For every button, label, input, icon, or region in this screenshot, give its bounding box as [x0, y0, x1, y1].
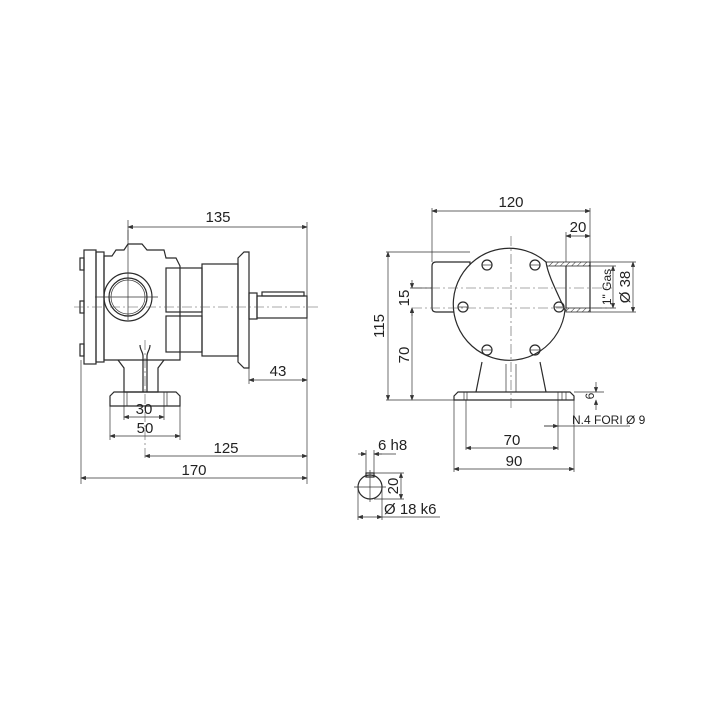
bolt-icon: [79, 257, 85, 271]
dim-120: 120: [498, 194, 523, 211]
shaft-key: [261, 291, 305, 297]
front-view-dimensions: 120 20 115 15 70 Ø 38 1" Gas 6 N.4 FORI …: [371, 194, 646, 472]
dim-135: 135: [205, 209, 230, 226]
bolt-icon: [79, 343, 85, 357]
dim-key-20: 20: [385, 478, 402, 495]
dim-30: 30: [136, 401, 153, 418]
dim-170: 170: [181, 462, 206, 479]
dim-15: 15: [396, 290, 413, 307]
dim-115: 115: [371, 314, 388, 338]
front-view: [412, 236, 612, 410]
dim-6: 6: [583, 392, 597, 399]
mounting-flange: [237, 251, 250, 369]
side-view: [74, 230, 318, 460]
dim-90: 90: [506, 453, 523, 470]
pump-body: [103, 243, 181, 361]
screw-icons: [457, 259, 565, 356]
dim-key-6h8: 6 h8: [378, 437, 407, 454]
base-plate: [453, 391, 575, 401]
shaft-section: 6 h8 20 Ø 18 k6: [354, 437, 440, 520]
dim-mounting-holes: N.4 FORI Ø 9: [572, 413, 646, 427]
dim-diameter-38: Ø 38: [617, 271, 634, 304]
dim-20: 20: [570, 219, 587, 236]
pump-cover-circle: [452, 247, 566, 361]
side-view-dimensions: 135 43 30 50 125 170: [80, 209, 308, 484]
dim-50: 50: [137, 420, 154, 437]
dim-125: 125: [213, 440, 238, 457]
dim-70-height: 70: [396, 347, 413, 364]
dim-shaft-18k6: Ø 18 k6: [384, 501, 437, 518]
dim-1in-gas: 1" Gas: [600, 269, 614, 305]
dim-70-base: 70: [504, 432, 521, 449]
dim-43: 43: [270, 363, 287, 380]
